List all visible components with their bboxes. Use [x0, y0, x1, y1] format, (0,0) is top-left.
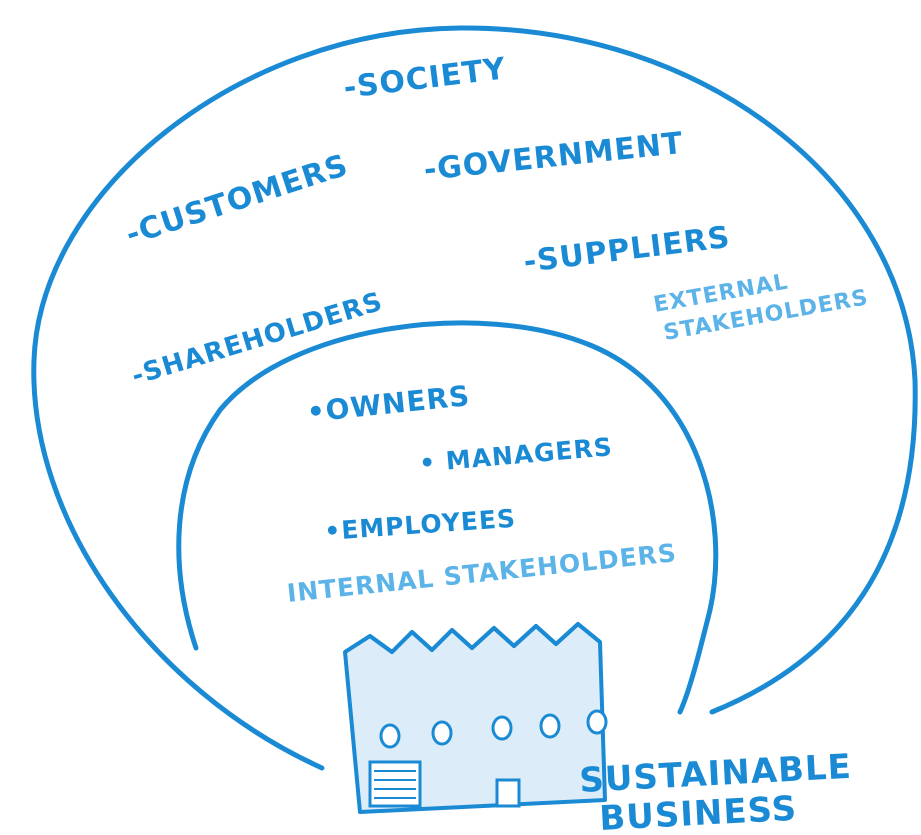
internal-item-managers: • MANAGERS: [418, 432, 614, 478]
factory-roof-zigzag: [343, 622, 602, 654]
factory-window: [491, 715, 513, 741]
business-label-line2: BUSINESS: [598, 789, 798, 835]
factory-window: [379, 723, 401, 749]
inner-bubble: [176, 320, 719, 715]
factory-window: [431, 720, 453, 746]
door-icon: [495, 778, 521, 808]
internal-item-employees: •EMPLOYEES: [323, 504, 516, 546]
internal-label: INTERNAL STAKEHOLDERS: [286, 538, 679, 608]
external-item-government: -GOVERNMENT: [422, 126, 685, 188]
garage-door-icon: [368, 760, 422, 808]
factory-window: [586, 709, 608, 735]
external-item-customers: -CUSTOMERS: [122, 148, 353, 253]
factory-icon: [343, 622, 608, 814]
internal-item-owners: •OWNERS: [305, 379, 471, 429]
external-item-suppliers: -SUPPLIERS: [522, 220, 733, 280]
external-item-society: -SOCIETY: [342, 51, 509, 106]
outer-bubble: [31, 25, 918, 771]
factory-window: [539, 713, 561, 739]
